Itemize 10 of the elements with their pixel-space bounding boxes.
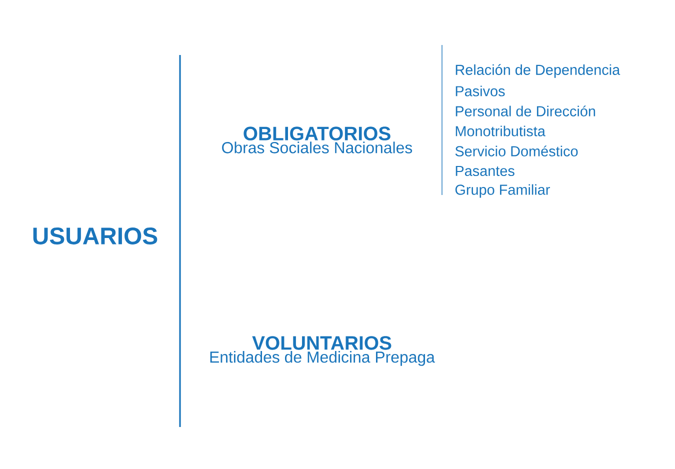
list-item: Monotributista: [456, 126, 546, 136]
list-item: Pasantes: [456, 166, 514, 176]
root-label: USUARIOS: [33, 228, 158, 244]
list-item: Personal de Dirección: [456, 106, 596, 116]
list-item: Grupo Familiar: [455, 184, 550, 198]
list-item: Servicio Doméstico: [455, 146, 578, 156]
category-heading: OBLIGATORIOS Obras Sociales Nacionales: [222, 126, 412, 154]
list-item: Pasivos: [456, 86, 505, 96]
category-heading: VOLUNTARIOS Entidades de Medicina Prepaga: [210, 336, 435, 366]
list-item: Relación de Dependencia: [456, 64, 620, 78]
